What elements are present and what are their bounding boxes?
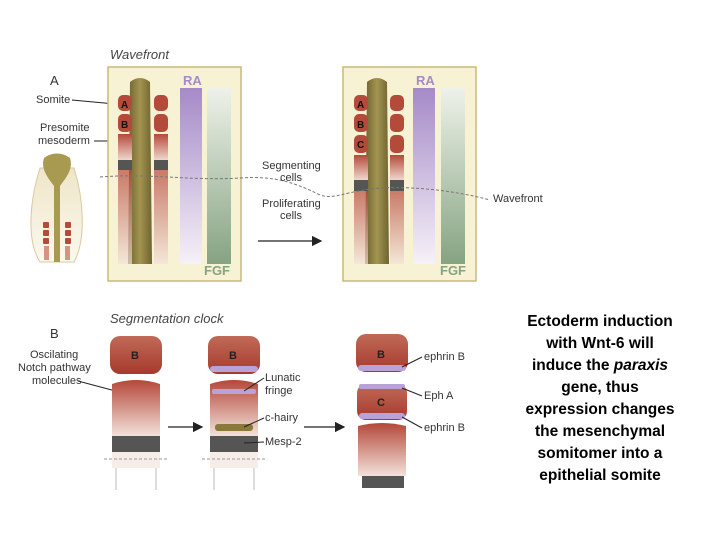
block-label-0: B: [131, 350, 139, 362]
chairy-label: c-hairy: [265, 412, 299, 424]
panel-b-letter: B: [50, 326, 59, 341]
clock-stage-1: B: [104, 336, 168, 490]
lunatic-pointer: [243, 377, 265, 392]
psm-label-line2: mesoderm: [38, 135, 90, 147]
embryo-illustration: [30, 153, 83, 263]
somite-label-left-0: A: [121, 100, 128, 111]
mesp-label: Mesp-2: [265, 436, 302, 448]
segmenting-label-line2: cells: [280, 172, 303, 184]
wavefront-title: Wavefront: [110, 47, 170, 62]
fgf-label-left: FGF: [204, 263, 230, 278]
ephrin-top-label: ephrin B: [424, 351, 465, 363]
segmenting-label-line1: Segmenting: [262, 160, 321, 172]
block-label-1: B: [229, 350, 237, 362]
somite-label-left-1: B: [121, 120, 128, 131]
lunatic-label-line1: Lunatic: [265, 372, 301, 384]
chairy-pointer: [243, 417, 265, 428]
fgf-label-right: FGF: [440, 263, 466, 278]
somite-label-right-0: A: [357, 100, 364, 111]
proliferating-label-line2: cells: [280, 210, 303, 222]
clock-stage-3: B C: [356, 334, 408, 488]
oscillating-label-line3: molecules: [32, 375, 82, 387]
epha-pointer: [401, 387, 423, 397]
ephrin-bottom-label: ephrin B: [424, 422, 465, 434]
epha-label: Eph A: [424, 390, 454, 402]
ra-label-right: RA: [416, 73, 435, 88]
caption-text: Ectoderm induction with Wnt-6 will induc…: [520, 311, 680, 487]
somite-label-right-1: B: [357, 120, 364, 131]
clock-stage-2: B: [202, 336, 266, 490]
block-label-2: B: [377, 349, 385, 361]
caption-suffix: gene, thus expression changes the mesenc…: [525, 379, 675, 484]
wavefront-label: Wavefront: [493, 193, 543, 205]
proliferating-label-line1: Proliferating: [262, 198, 321, 210]
panel-a-letter: A: [50, 73, 59, 88]
caption-prefix: Ectoderm induction with Wnt-6 will induc…: [527, 313, 673, 374]
caption-italic: paraxis: [613, 357, 669, 374]
segmentation-clock-title: Segmentation clock: [110, 311, 225, 326]
ephrin-bottom-pointer: [401, 416, 423, 429]
oscillating-label-line2: Notch pathway: [18, 362, 91, 374]
somite-label: Somite: [36, 94, 70, 106]
psm-label-line1: Presomite: [40, 122, 90, 134]
oscillating-label-line1: Oscilating: [30, 349, 78, 361]
wavefront-panel-right: RA FGF A B C: [342, 66, 477, 282]
block-label-3: C: [377, 397, 385, 409]
wavefront-line: [99, 175, 491, 201]
somite-label-right-2: C: [357, 140, 364, 151]
lunatic-label-line2: fringe: [265, 385, 293, 397]
mesp-pointer: [243, 441, 265, 444]
ra-label-left: RA: [183, 73, 202, 88]
wavefront-panel-left: RA FGF A B: [107, 66, 242, 282]
ephrin-top-pointer: [401, 356, 423, 368]
